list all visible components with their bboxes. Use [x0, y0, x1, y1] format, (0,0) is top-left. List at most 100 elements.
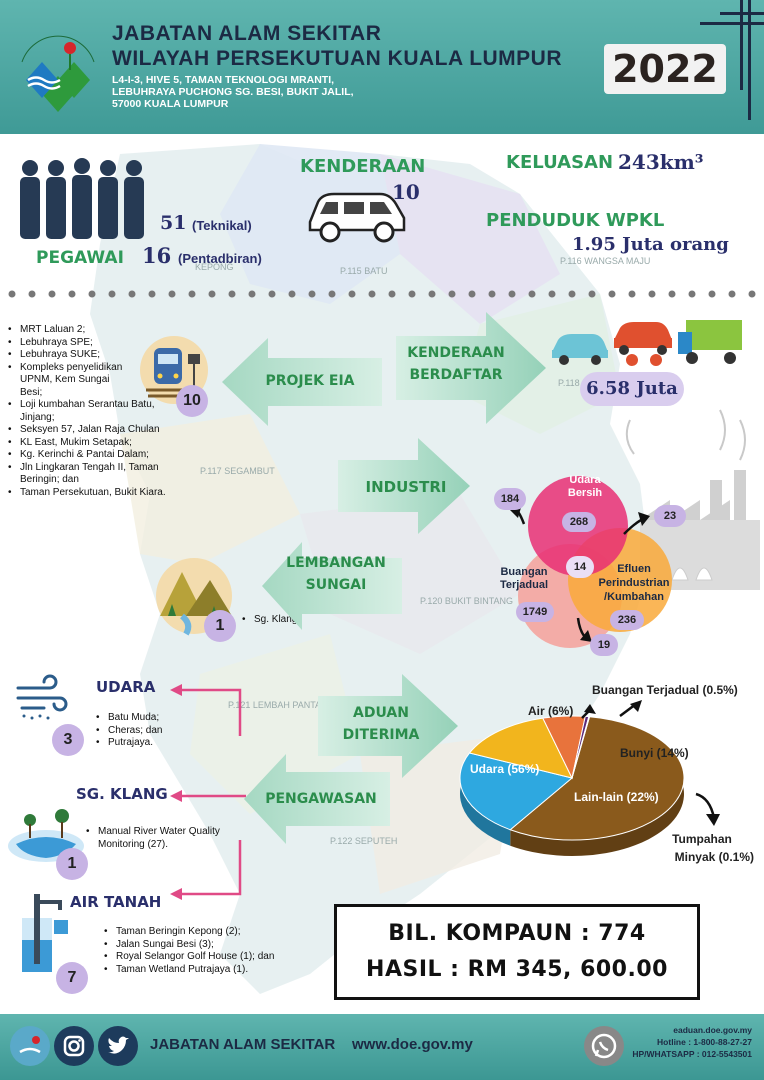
- buangan-line1: Buangan: [500, 566, 548, 578]
- list-item: Sg. Klang: [242, 614, 332, 627]
- projek-eia-arrow: [222, 338, 382, 426]
- kenderaan-berdaftar-arrow: [396, 312, 546, 424]
- map-label-segambut: P.117 SEGAMBUT: [200, 466, 275, 476]
- instagram-icon[interactable]: [54, 1026, 94, 1066]
- corner-line: [700, 22, 764, 25]
- udara-bersih-value: 268: [562, 512, 596, 532]
- list-item: KL East, Mukim Setapak;: [8, 437, 180, 450]
- water-pump-icon: [22, 894, 68, 972]
- list-item: Batu Muda;: [96, 712, 206, 725]
- dotted-divider: [8, 290, 756, 298]
- pie-slice-side: [510, 716, 684, 856]
- list-item: Loji kumbahan Serantau Batu, Jinjang;: [8, 399, 180, 424]
- keluasan-label: KELUASAN: [506, 152, 614, 173]
- jas-logo: [21, 35, 95, 112]
- twitter-icon[interactable]: [98, 1026, 138, 1066]
- map-label-seputeh: P.122 SEPUTEH: [330, 836, 397, 846]
- teknikal-value: 51: [160, 212, 187, 234]
- footer-bar: JABATAN ALAM SEKITAR www.doe.gov.my eadu…: [0, 1014, 764, 1080]
- list-item: Kg. Kerinchi & Pantai Dalam;: [8, 449, 180, 462]
- buangan-line2: Terjadual: [499, 579, 549, 591]
- minyak-label: Minyak (0.1%): [674, 850, 754, 864]
- list-item: Putrajaya.: [96, 737, 206, 750]
- udara-bersih-line2: Bersih: [567, 487, 603, 499]
- list-item: Lebuhraya SUKE;: [8, 349, 180, 362]
- udara-list: Batu Muda; Cheras; dan Putrajaya.: [96, 712, 206, 750]
- venn-overlap-top-right: 23: [654, 505, 686, 527]
- list-item: Cheras; dan: [96, 725, 206, 738]
- pie-slice-bunyi: [468, 717, 573, 779]
- pengawasan-connector-arrows: [170, 684, 246, 900]
- efluen-line3: /Kumbahan: [604, 591, 664, 603]
- whatsapp-icon[interactable]: [584, 1026, 624, 1066]
- pentadbiran-label: (Pentadbiran): [178, 251, 262, 266]
- keluasan-value: 243km³: [618, 150, 704, 174]
- teknikal-label: (Teknikal): [192, 218, 252, 233]
- corner-line: [720, 12, 764, 15]
- address-line2: LEBUHRAYA PUCHONG SG. BESI, BUKIT JALIL,: [112, 86, 354, 98]
- aduan-line1: ADUAN: [353, 705, 409, 721]
- map-label-kepong: KEPONG: [195, 262, 234, 272]
- footer-website-link[interactable]: www.doe.gov.my: [352, 1036, 473, 1053]
- udara-title: UDARA: [96, 678, 156, 696]
- pie-slice-udara: [509, 716, 685, 841]
- corner-line: [748, 0, 751, 120]
- pie-label-udara: Udara (56%): [470, 762, 540, 776]
- footer-name: JABATAN ALAM SEKITAR: [150, 1036, 336, 1053]
- list-item: Royal Selangor Golf House (1); dan: [104, 951, 324, 964]
- efluen-line1: Efluen: [617, 563, 651, 575]
- wind-icon: [16, 674, 68, 720]
- aduan-pie-chart: [459, 715, 685, 856]
- kenderaan-value: 10: [392, 180, 420, 204]
- air-tanah-count: 7: [56, 962, 88, 994]
- list-item: Taman Wetland Putrajaya (1).: [104, 964, 324, 977]
- lembangan-line1: LEMBANGAN: [286, 555, 386, 571]
- air-tanah-list: Taman Beringin Kepong (2); Jalan Sungai …: [104, 926, 324, 976]
- efluen-value: 236: [610, 610, 644, 630]
- pie-label-buangan-terjadual: Buangan Terjadual (0.5%): [592, 683, 738, 697]
- lembangan-line2: SUNGAI: [305, 577, 367, 593]
- address-line1: L4-I-3, HIVE 5, TAMAN TEKNOLOGI MRANTI,: [112, 74, 335, 86]
- lembangan-label: LEMBANGAN SUNGAI: [276, 552, 396, 596]
- corner-line: [740, 0, 743, 90]
- pengawasan-label: PENGAWASAN: [265, 791, 377, 807]
- aduan-arrow: [318, 674, 458, 778]
- list-item: Taman Beringin Kepong (2);: [104, 926, 324, 939]
- venn-center-value: 14: [566, 556, 594, 578]
- footer-email[interactable]: eaduan.doe.gov.my: [673, 1025, 752, 1035]
- pie-label-lain-lain: Lain-lain (22%): [574, 790, 659, 804]
- efluen-line2: Perindustrian: [598, 577, 670, 589]
- pentadbiran-value: 16: [142, 243, 172, 268]
- buangan-terjadual-label: Buangan Terjadual: [494, 566, 554, 592]
- jas-small-logo-icon[interactable]: [10, 1026, 50, 1066]
- projek-eia-list: MRT Laluan 2; Lebuhraya SPE; Lebuhraya S…: [8, 324, 180, 499]
- vehicles-icon: [552, 320, 742, 366]
- udara-count: 3: [52, 724, 84, 756]
- list-item: MRT Laluan 2;: [8, 324, 180, 337]
- pegawai-label: PEGAWAI: [36, 248, 124, 268]
- map-label-batu: P.115 BATU: [340, 266, 388, 276]
- projek-eia-label: PROJEK EIA: [265, 373, 355, 389]
- map-label-wangsa-maju: P.116 WANGSA MAJU: [560, 256, 650, 266]
- industri-arrow: [338, 438, 470, 534]
- footer-hotline: Hotline : 1-800-88-27-27: [657, 1037, 752, 1047]
- map-label-bukit-bintang: P.120 BUKIT BINTANG: [420, 596, 513, 606]
- kenderaan-berdaftar-line1: KENDERAAN: [407, 345, 505, 361]
- list-item: Taman Persekutuan, Bukit Kiara.: [8, 487, 180, 500]
- header-address: L4-I-3, HIVE 5, TAMAN TEKNOLOGI MRANTI, …: [112, 74, 432, 110]
- pie-callout-arrows: [581, 700, 720, 826]
- pie-slice-tumpahan-minyak: [571, 716, 591, 779]
- year-badge: 2022: [604, 44, 726, 94]
- kenderaan-label: KENDERAAN: [300, 156, 426, 177]
- pengawasan-arrow: [244, 754, 390, 844]
- venn-overlap-bottom: 19: [590, 634, 618, 656]
- header-banner: JABATAN ALAM SEKITAR WILAYAH PERSEKUTUAN…: [0, 0, 764, 134]
- list-item: Kompleks penyelidikan UPNM, Kem Sungai B…: [8, 362, 128, 400]
- kenderaan-berdaftar-label: KENDERAAN BERDAFTAR: [396, 342, 516, 386]
- efluen-label: Efluen Perindustrian /Kumbahan: [594, 562, 674, 604]
- penduduk-label: PENDUDUK WPKL: [486, 210, 665, 231]
- udara-bersih-label: Udara Bersih: [560, 474, 610, 500]
- air-tanah-title: AIR TANAH: [70, 893, 162, 911]
- address-line3: 57000 KUALA LUMPUR: [112, 98, 229, 110]
- map-label-lembah-pantai: P.121 LEMBAH PANTAI: [228, 700, 324, 710]
